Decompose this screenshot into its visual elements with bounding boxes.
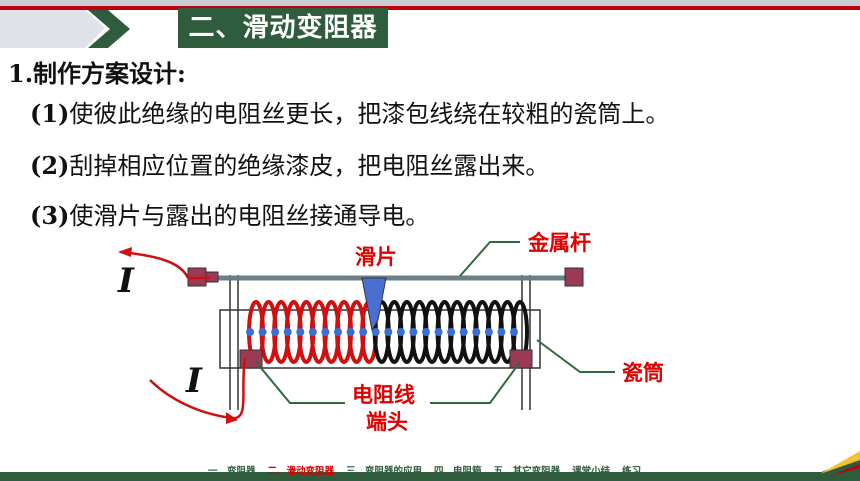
terminal-label-line2: 端头: [366, 410, 408, 434]
corner-decoration-icon: [800, 451, 860, 481]
terminal-label-line1: 电阻线: [352, 383, 415, 407]
footer-band: [0, 472, 860, 481]
chevron-icon: [88, 10, 130, 48]
chevron-decoration: [0, 10, 130, 48]
exposed-wire-dot: [510, 328, 518, 336]
nav-item-1[interactable]: 一、变阻器: [208, 466, 256, 477]
top-red-stripe: [0, 6, 860, 10]
exposed-wire-dot: [371, 328, 380, 336]
exposed-wire-dot: [346, 328, 355, 336]
section-heading: 1.制作方案设计:: [8, 59, 186, 88]
nav-item-2[interactable]: 二、滑动变阻器: [267, 466, 335, 477]
slider-label: 滑片: [355, 245, 397, 269]
porcelain-tube-label: 瓷筒: [622, 361, 664, 385]
slide-title: 二、滑动变阻器: [178, 8, 388, 48]
top-grey-bar: [0, 0, 860, 6]
exposed-wire-dot: [359, 328, 368, 336]
exposed-wire-dot: [334, 328, 342, 336]
exposed-wire-dot: [484, 328, 493, 336]
nav-item-6[interactable]: 课堂小结: [572, 466, 611, 477]
exposed-wire-dot: [409, 328, 418, 336]
exposed-wire-dot: [497, 328, 506, 336]
metal-rod-label: 金属杆: [527, 231, 591, 255]
exposed-wire-dot: [321, 328, 330, 336]
exposed-wire-dot: [246, 328, 254, 336]
rod-terminal-right: [564, 267, 584, 287]
exposed-wire-dot: [258, 328, 267, 336]
nav-item-7[interactable]: 练习: [622, 466, 642, 477]
step-1: (1)使彼此绝缘的电阻丝更长，把漆包线绕在较粗的瓷筒上。: [30, 99, 670, 128]
exposed-wire-dot: [459, 328, 468, 336]
step-2: (2)刮掉相应位置的绝缘漆皮，把电阻丝露出来。: [30, 151, 550, 180]
nav-item-5[interactable]: 五、其它变阻器: [493, 466, 561, 477]
exposed-wire-dot: [283, 328, 292, 336]
slider: [361, 277, 387, 332]
exposed-wire-dot: [434, 328, 443, 336]
exposed-wire-dot: [472, 328, 481, 336]
footer-nav: 一、变阻器 二、滑动变阻器 三、变阻器的应用 四、电阻箱 五、其它变阻器 课堂小…: [208, 463, 641, 477]
rheostat-diagram: I I 滑片 金属杆 瓷筒 电阻线 端头: [117, 231, 664, 434]
nav-item-3[interactable]: 三、变阻器的应用: [346, 466, 423, 477]
exposed-wire-dot: [384, 328, 393, 336]
step-3: (3)使滑片与露出的电阻丝接通导电。: [30, 201, 430, 230]
exposed-wire-dot: [271, 328, 280, 336]
exposed-wire-dot: [422, 328, 430, 336]
nav-item-4[interactable]: 四、电阻箱: [434, 466, 482, 477]
current-label-top: I: [117, 261, 135, 301]
exposed-wire-dot: [308, 328, 317, 336]
exposed-wire-dot: [296, 328, 305, 336]
current-label-bottom: I: [185, 361, 203, 401]
exposed-wire-dot: [447, 328, 456, 336]
exposed-wire-dot: [396, 328, 405, 336]
wire-terminal-right: [509, 349, 533, 369]
